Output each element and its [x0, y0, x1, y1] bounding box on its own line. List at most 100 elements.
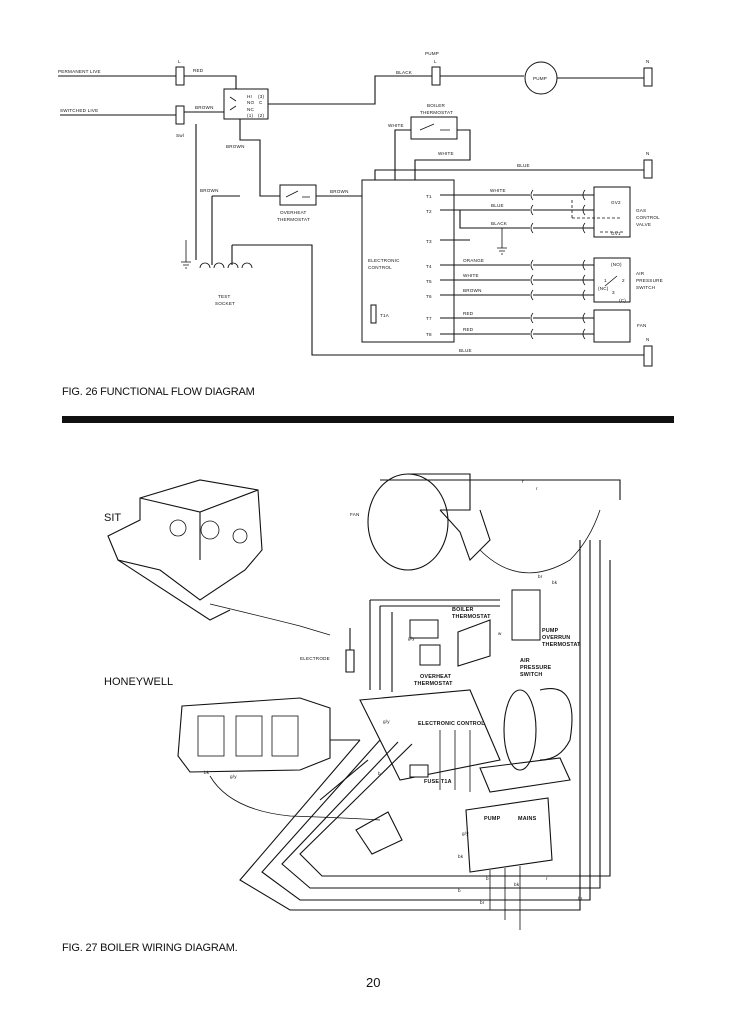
label-pump-l: L	[434, 59, 437, 64]
wire-tag-bk-3: bk	[458, 854, 464, 859]
boiler-thermostat-box	[410, 116, 458, 140]
label-black: BLACK	[396, 70, 413, 75]
wire-tag-br-1: br	[538, 574, 543, 579]
relay-hi-label: HI	[247, 94, 252, 99]
wire-tag-r-3: r	[546, 876, 548, 881]
wire-tag-br-3: br	[578, 896, 583, 901]
label-l: L	[178, 59, 181, 64]
overheat-thermostat-box	[279, 184, 317, 206]
wire-tag-w-1: w	[498, 631, 502, 636]
label-t1: T1	[426, 194, 432, 199]
wire-tag-r-1: r	[522, 479, 524, 484]
label-electrode: ELECTRODE	[300, 656, 330, 661]
gas-control-valve-box	[593, 186, 631, 238]
boiler-wiring-diagram: FAN BOILER THERMOSTAT PUMP OVERRUN THERM…	[107, 473, 621, 930]
wire-tag-r-2: r	[536, 486, 538, 491]
label-white-top: WHITE	[388, 123, 404, 128]
fig27-caption: FIG. 27 BOILER WIRING DIAGRAM.	[62, 942, 238, 954]
label-boiler-27-1: BOILER	[452, 607, 474, 613]
label-pump-27-1: PUMP	[542, 628, 559, 634]
wire-tag-gy-2: g/y	[383, 719, 390, 724]
fuse-part	[409, 764, 429, 778]
relay-no-label: NO	[247, 100, 255, 105]
electronic-control-box	[361, 179, 455, 343]
label-boiler-1: BOILER	[427, 103, 446, 108]
label-red-supply: RED	[193, 68, 204, 73]
wire-tag-b-2: b	[486, 876, 489, 881]
relay-3-label: (3)	[258, 94, 264, 99]
relay-1-label: (1)	[247, 113, 253, 118]
thermostat-bracket	[457, 619, 491, 667]
label-n-blue: N	[646, 151, 650, 156]
label-air-3: SWITCH	[636, 285, 655, 290]
terminal-pump-n	[643, 67, 653, 87]
label-overheat-2: THERMOSTAT	[277, 217, 310, 222]
wire-tag-bk-1: bk	[552, 580, 558, 585]
label-blue-top: BLUE	[517, 163, 530, 168]
label-switched-live: SWITCHED LIVE	[60, 108, 98, 113]
label-brown-mid: BROWN	[226, 144, 245, 149]
connector-plug	[355, 811, 403, 855]
label-t8: T8	[426, 332, 432, 337]
label-gas-1: GAS	[636, 208, 646, 213]
fan-drawing	[367, 473, 621, 574]
label-nc: (NC)	[598, 286, 609, 291]
label-pump-27-2: OVERRUN	[542, 635, 570, 641]
label-overheat-27-2: THERMOSTAT	[414, 681, 453, 687]
label-mains-block: MAINS	[518, 816, 537, 822]
label-electronic-1: ELECTRONIC	[368, 258, 400, 263]
label-gv1: GV1	[611, 231, 621, 236]
terminal-n-blue	[643, 159, 653, 179]
section-divider	[62, 416, 674, 423]
boiler-thermostat-part	[409, 619, 439, 639]
label-brown-left: BROWN	[200, 188, 219, 193]
wire-tag-br-2: br	[480, 900, 485, 905]
label-t7: T7	[426, 316, 432, 321]
label-fan-27: FAN	[350, 512, 360, 517]
label-boiler-2: THERMOSTAT	[420, 110, 453, 115]
label-t5: T5	[426, 279, 432, 284]
label-aps-1: 1	[604, 278, 607, 283]
label-fan-26: FAN	[637, 323, 647, 328]
label-t3: T3	[426, 239, 432, 244]
sit-gas-valve-drawing	[107, 479, 331, 636]
label-t6: T6	[426, 294, 432, 299]
label-gas-2: CONTROL	[636, 215, 660, 220]
wire-tag-bk-4: bk	[514, 882, 520, 887]
label-c: (C)	[619, 298, 626, 303]
relay-2-label: (2)	[258, 113, 264, 118]
wire-tag-b-1: b	[378, 771, 381, 776]
terminal-strip	[479, 757, 571, 793]
label-pump: PUMP	[533, 76, 547, 81]
terminal-n-bottom	[643, 345, 653, 367]
page-number: 20	[366, 975, 381, 990]
label-t2: T2	[426, 209, 432, 214]
fan-box	[593, 309, 631, 343]
relay-nc-label: NC	[247, 107, 255, 112]
brand-sit-label: SIT	[104, 512, 122, 524]
brand-honeywell-label: HONEYWELL	[104, 676, 174, 688]
label-overheat-1: OVERHEAT	[280, 210, 307, 215]
label-electronic-control-27: ELECTRONIC CONTROL	[418, 721, 485, 727]
label-pump-terminal: PUMP	[425, 51, 439, 56]
label-permanent-live: PERMANENT LIVE	[58, 69, 101, 74]
honeywell-gas-valve-drawing	[177, 697, 381, 821]
wire-tag-gy-1: g/y	[408, 636, 415, 641]
label-electronic-2: CONTROL	[368, 265, 392, 270]
overheat-thermostat-part	[419, 644, 441, 666]
label-air-27-2: PRESSURE	[520, 665, 551, 671]
label-blue-t2: BLUE	[491, 203, 504, 208]
label-n-bottom: N	[646, 337, 650, 342]
label-boiler-27-2: THERMOSTAT	[452, 614, 491, 620]
label-overheat-27-1: OVERHEAT	[420, 674, 452, 680]
label-white-loop: WHITE	[438, 151, 454, 156]
wire-tag-bk-2: bk	[204, 770, 210, 775]
label-orange: ORANGE	[463, 258, 484, 263]
label-brown-right: BROWN	[330, 189, 349, 194]
label-air-27-1: AIR	[520, 658, 530, 664]
label-red-t8: RED	[463, 327, 474, 332]
label-pump-27-3: THERMOSTAT	[542, 642, 581, 648]
relay-c-label: C	[259, 100, 263, 105]
label-pump-n: N	[646, 59, 650, 64]
